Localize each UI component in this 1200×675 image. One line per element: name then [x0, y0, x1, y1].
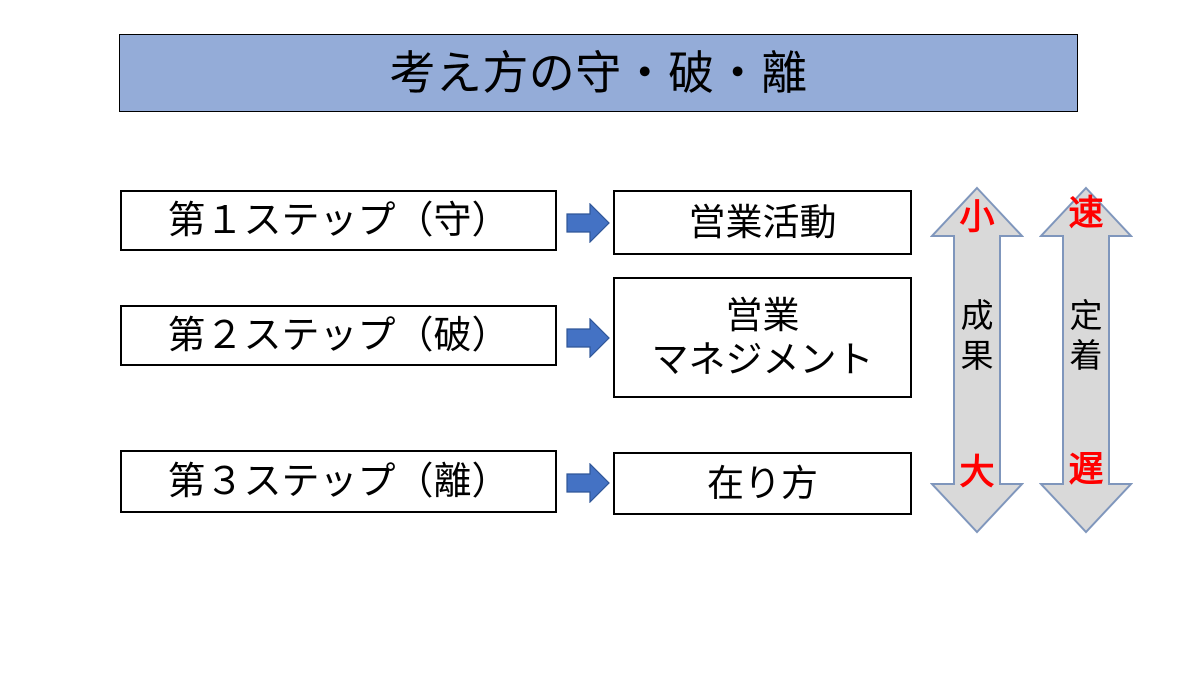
step-box-3: 第３ステップ（離）: [120, 450, 557, 513]
step-label-1: 第１ステップ（守）: [167, 197, 510, 242]
up-down-arrow-icon-outcome: [930, 186, 1024, 534]
result-label-3-line-1: 在り方: [707, 461, 818, 505]
step-box-1: 第１ステップ（守）: [120, 190, 557, 251]
result-label-1-line-1: 営業活動: [688, 200, 837, 244]
result-box-1: 営業活動: [613, 190, 912, 255]
step-box-2: 第２ステップ（破）: [120, 305, 557, 366]
slide-title-banner: 考え方の守・破・離: [119, 34, 1078, 112]
result-box-3: 在り方: [613, 452, 912, 515]
step-label-2: 第２ステップ（破）: [167, 312, 510, 357]
result-label-2-line-2: マネジメント: [651, 337, 874, 381]
result-label-2-line-1: 営業: [725, 293, 800, 337]
right-arrow-icon: [566, 463, 610, 503]
step-label-3: 第３ステップ（離）: [167, 458, 510, 503]
right-arrow-icon: [566, 318, 610, 358]
page-title: 考え方の守・破・離: [389, 46, 808, 100]
right-arrow-icon: [566, 203, 610, 243]
result-box-2: 営業 マネジメント: [613, 277, 912, 398]
up-down-arrow-icon-retention: [1039, 186, 1133, 534]
